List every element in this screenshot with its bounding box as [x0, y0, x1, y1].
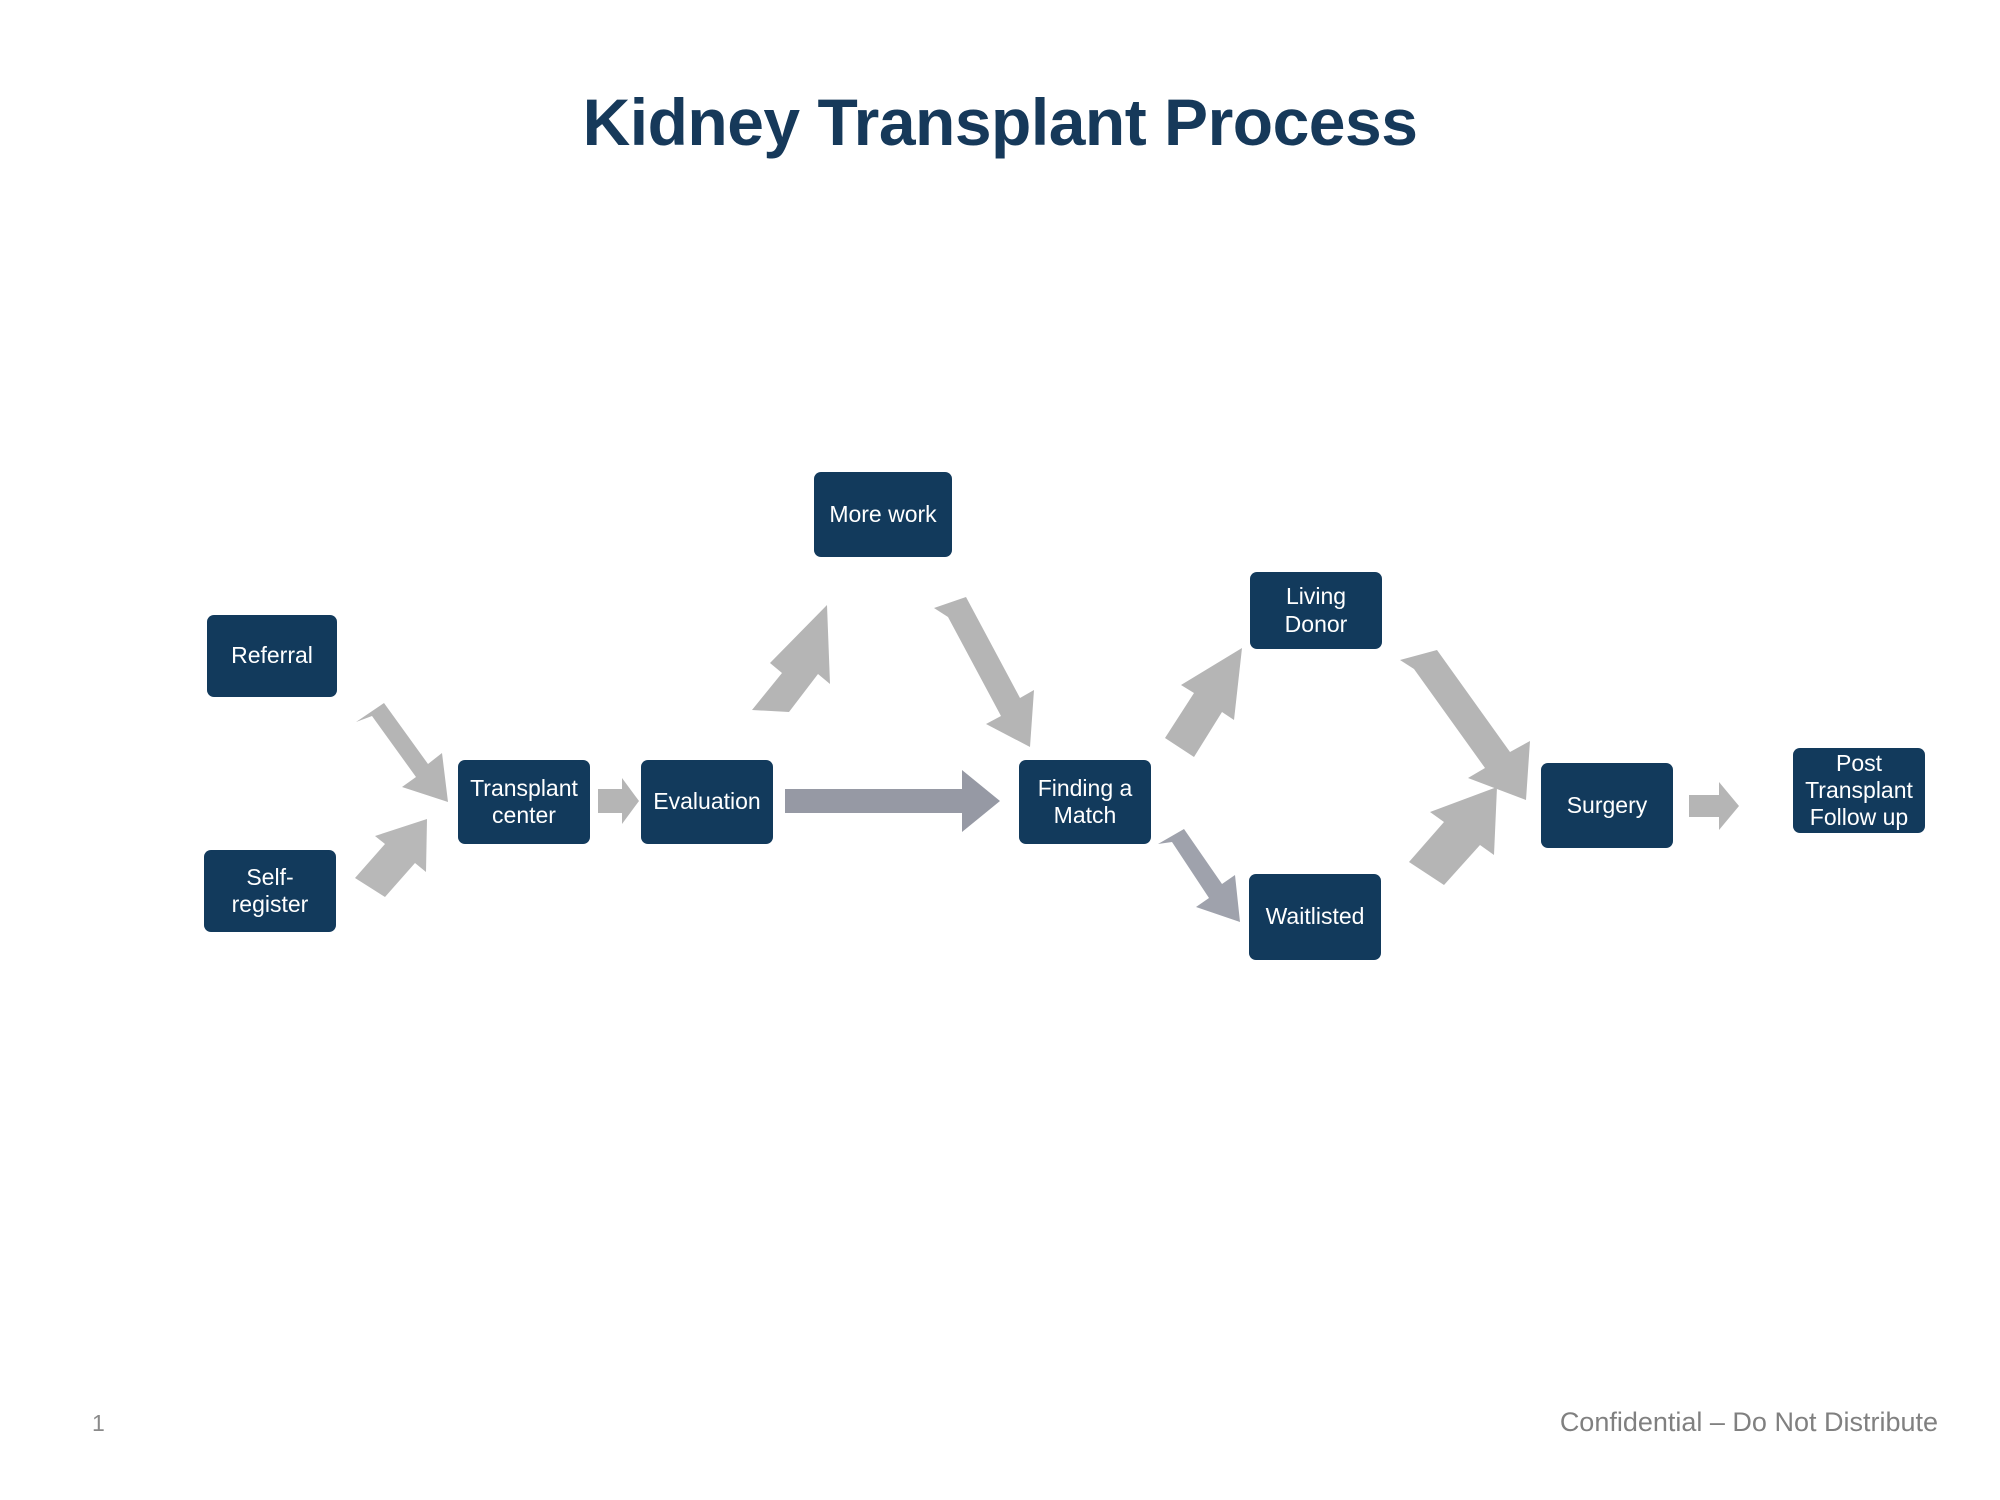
node-evaluation[interactable]: Evaluation	[641, 760, 773, 844]
arrow-down-right-icon	[356, 703, 448, 802]
page-title: Kidney Transplant Process	[582, 85, 1418, 159]
arrow-right-icon	[598, 778, 639, 824]
node-self-register[interactable]: Self- register	[204, 850, 336, 932]
node-waitlisted[interactable]: Waitlisted	[1249, 874, 1381, 960]
arrow-up-right-icon	[1409, 787, 1497, 885]
arrow-down-right-icon	[1400, 650, 1530, 800]
node-surgery[interactable]: Surgery	[1541, 763, 1673, 848]
arrow-up-right-icon	[752, 605, 830, 712]
arrow-right-icon	[1689, 782, 1739, 830]
node-post-transplant-follow-up[interactable]: Post Transplant Follow up	[1793, 748, 1925, 833]
arrow-right-long-icon	[785, 770, 1000, 832]
arrow-up-right-icon	[1165, 648, 1242, 757]
node-transplant-center[interactable]: Transplant center	[458, 760, 590, 844]
node-referral[interactable]: Referral	[207, 615, 337, 697]
arrow-down-right-icon	[1158, 829, 1240, 922]
node-finding-a-match[interactable]: Finding a Match	[1019, 760, 1151, 844]
node-living-donor[interactable]: Living Donor	[1250, 572, 1382, 649]
confidential-notice: Confidential – Do Not Distribute	[1559, 1407, 1938, 1437]
arrow-down-right-icon	[934, 597, 1034, 747]
arrow-up-right-icon	[355, 819, 427, 897]
page-number: 1	[92, 1410, 105, 1436]
node-more-work[interactable]: More work	[814, 472, 952, 557]
